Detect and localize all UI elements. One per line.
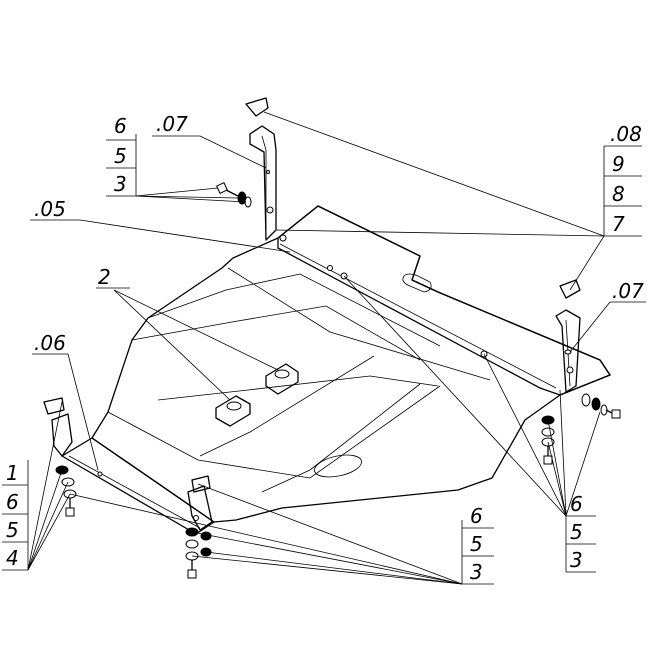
- callout-6: 6: [570, 492, 583, 516]
- center-mount-left: [215, 395, 251, 427]
- callout-top-left-stack: 6 5 3: [114, 114, 127, 196]
- callout-2: 2: [98, 265, 111, 289]
- callout-4: 4: [6, 546, 19, 570]
- bolt-right-side: [581, 393, 621, 419]
- callout-3: 3: [570, 548, 583, 572]
- bolt-front-left: [55, 465, 77, 517]
- callout-06: .06: [34, 331, 66, 355]
- callout-3: 3: [114, 172, 127, 196]
- bracket-front-left: [43, 397, 73, 457]
- leader-lines: [2, 111, 646, 585]
- callout-05: .05: [34, 197, 66, 221]
- callout-3: 3: [470, 560, 483, 584]
- callout-5: 5: [570, 520, 583, 544]
- callout-08: .08: [610, 122, 642, 146]
- callout-5: 5: [6, 518, 19, 542]
- bolt-right-lower: [541, 415, 555, 465]
- callout-07-right: .07: [612, 279, 644, 303]
- callout-8: 8: [612, 182, 625, 206]
- bracket-top-left: [245, 97, 277, 241]
- callout-top-right-stack: 9 8 7: [612, 152, 625, 236]
- callout-9: 9: [612, 152, 625, 176]
- callout-bottom-right-stack: 6 5 3: [570, 492, 583, 572]
- bolt-front-center: [185, 527, 212, 579]
- callout-left-bottom-stack: 1 6 5 4: [6, 461, 19, 570]
- center-mount-right: [265, 363, 299, 395]
- callout-5: 5: [470, 532, 483, 556]
- callout-7: 7: [612, 212, 625, 236]
- callout-07-top-left: .07: [156, 112, 188, 136]
- skid-plate: [61, 205, 611, 535]
- callout-6: 6: [470, 504, 483, 528]
- callout-5: 5: [114, 144, 127, 168]
- callout-bottom-center-stack: 6 5 3: [470, 504, 483, 584]
- callout-6: 6: [114, 114, 127, 138]
- callout-1: 1: [6, 461, 19, 485]
- nut-top-right: [564, 349, 572, 355]
- callout-6: 6: [6, 490, 19, 514]
- bracket-right: [555, 279, 581, 393]
- bolt-top-left: [216, 182, 252, 208]
- bracket-front-center: [187, 475, 213, 531]
